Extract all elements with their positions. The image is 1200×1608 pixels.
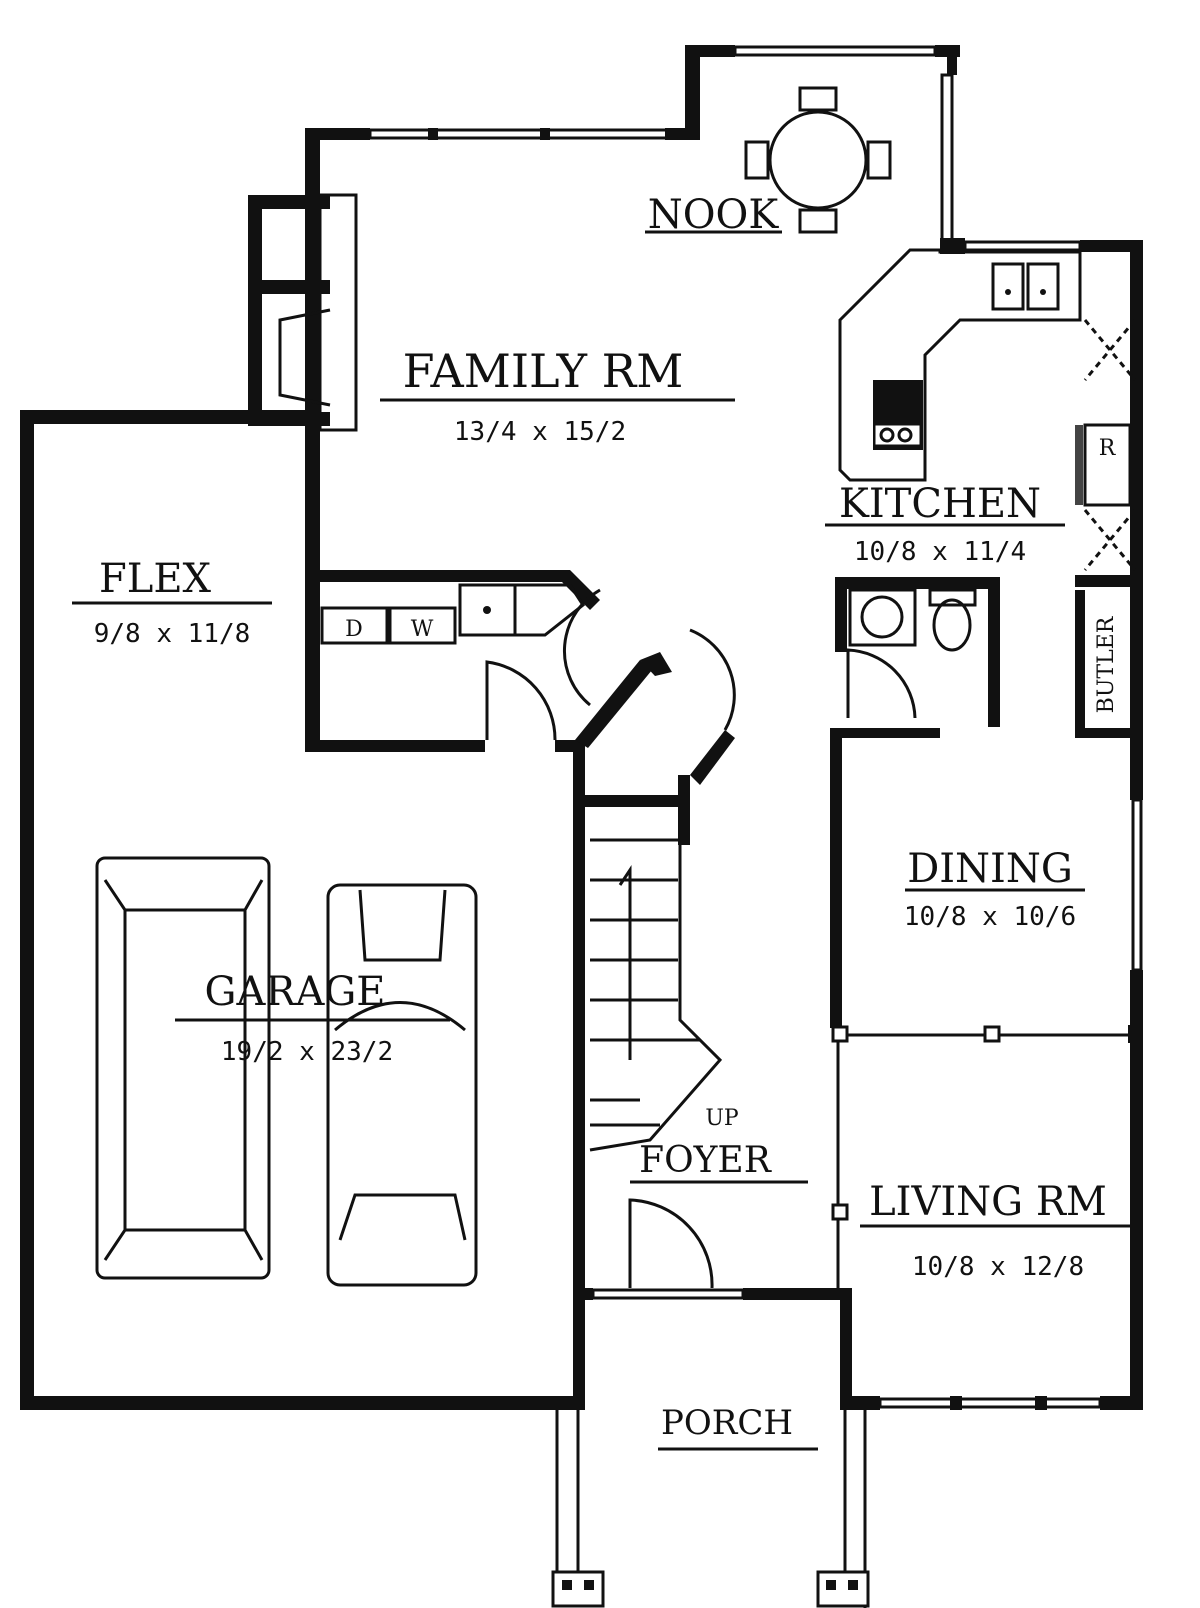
powder-room (848, 588, 977, 652)
cars (95, 856, 478, 1287)
room-flex-size: 9/8 x 11/8 (94, 619, 251, 649)
dryer-label: D (345, 617, 363, 642)
refrigerator-label: R (1099, 436, 1117, 461)
room-foyer-name: FOYER (639, 1140, 772, 1181)
stairs-up-label: UP (705, 1106, 739, 1131)
room-dining-size: 10/8 x 10/6 (904, 902, 1076, 932)
room-nook-name: NOOK (648, 192, 780, 238)
doors (485, 588, 917, 1289)
porch-posts (551, 1410, 870, 1608)
room-living-name: LIVING RM (869, 1179, 1107, 1225)
kitchen-fixtures: R BUTLER (838, 248, 1137, 713)
washer-label: W (411, 617, 434, 642)
room-family-name: FAMILY RM (403, 344, 684, 398)
room-living-size: 10/8 x 12/8 (912, 1252, 1084, 1282)
walls (20, 45, 1143, 1410)
room-porch-name: PORCH (661, 1403, 793, 1443)
room-garage-size: 19/2 x 23/2 (221, 1037, 393, 1067)
room-flex-name: FLEX (99, 556, 212, 602)
room-dining-name: DINING (907, 846, 1073, 892)
room-labels: NOOK FAMILY RM 13/4 x 15/2 KITCHEN 10/8 … (72, 192, 1135, 1451)
laundry: D W (320, 583, 586, 645)
room-family-size: 13/4 x 15/2 (454, 417, 626, 447)
butler-label: BUTLER (1094, 615, 1119, 713)
room-kitchen-name: KITCHEN (839, 481, 1041, 527)
room-kitchen-size: 10/8 x 11/4 (854, 537, 1026, 567)
room-garage-name: GARAGE (205, 969, 386, 1015)
nook-table (744, 86, 892, 234)
stairs: UP (590, 838, 739, 1131)
